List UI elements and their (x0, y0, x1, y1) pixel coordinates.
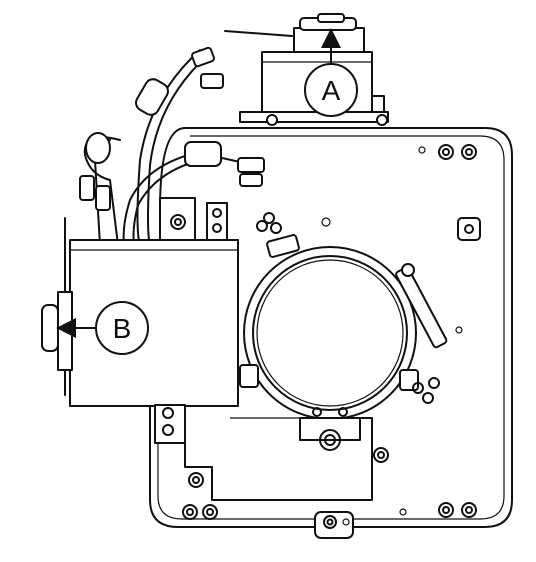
callout-label-b: B (113, 313, 132, 344)
top-adjustment-block (224, 13, 389, 126)
callout-b: B (56, 301, 149, 355)
callout-a: A (304, 28, 358, 117)
cable-bundle (79, 46, 265, 246)
callout-label-a: A (322, 75, 341, 106)
lens-ring (239, 234, 448, 451)
lower-plate (184, 409, 373, 501)
fasteners (182, 144, 481, 539)
